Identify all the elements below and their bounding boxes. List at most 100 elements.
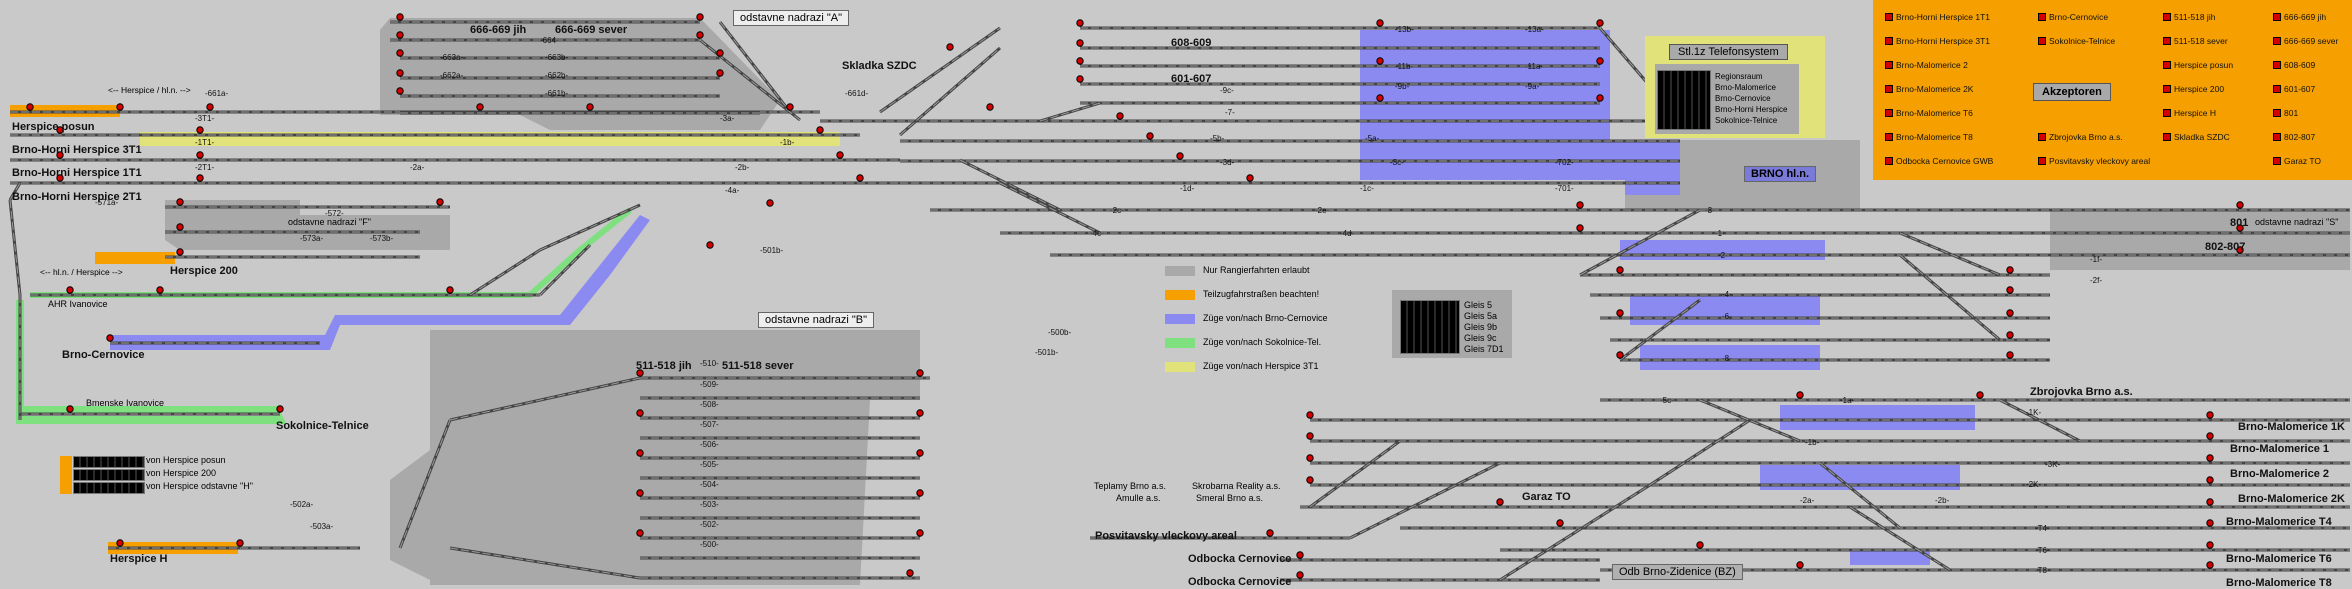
akzeptor-item[interactable]: 801 [2273,108,2298,118]
signal-3[interactable] [56,126,64,134]
signal-72[interactable] [176,223,184,231]
signal-77[interactable] [446,286,454,294]
station-malomerice-t6[interactable]: Brno-Malomerice T6 [2226,553,2332,565]
akzeptor-item[interactable]: 511-518 jih [2163,12,2215,22]
signal-13[interactable] [396,87,404,95]
akzeptor-item[interactable]: Brno-Malomerice T8 [1885,132,1973,142]
telefon-item[interactable]: Brno-Malomerice [1715,83,1776,92]
station-garaz-to[interactable]: Garaz TO [1522,491,1571,503]
signal-94[interactable] [1266,529,1274,537]
akzeptor-item[interactable]: Odbocka Cernovice GWB [1885,156,1993,166]
station-brno-cernovice[interactable]: Brno-Cernovice [62,349,145,361]
signal-82[interactable] [636,409,644,417]
telefon-item[interactable]: Sokolnice-Telnice [1715,116,1778,125]
gleis-item[interactable]: Gleis 9b [1464,322,1498,332]
akzeptor-item[interactable]: Brno-Malomerice 2K [1885,84,1973,94]
station-odbocka-1[interactable]: Odbocka Cernovice [1188,553,1292,565]
signal-30[interactable] [1116,112,1124,120]
station-malomerice-2k[interactable]: Brno-Malomerice 2K [2238,493,2345,505]
station-malomerice-t4[interactable]: Brno-Malomerice T4 [2226,516,2332,528]
akzeptor-item[interactable]: Herspice posun [2163,60,2233,70]
signal-11[interactable] [396,49,404,57]
akzeptor-item[interactable]: 666-669 jih [2273,12,2326,22]
signal-33[interactable] [1246,174,1254,182]
station-malomerice-2[interactable]: Brno-Malomerice 2 [2230,468,2330,480]
signal-21[interactable] [816,126,824,134]
signal-85[interactable] [636,529,644,537]
signal-34[interactable] [1376,19,1384,27]
signal-52[interactable] [1616,351,1624,359]
signal-42[interactable] [2236,201,2244,209]
signal-45[interactable] [2006,266,2014,274]
signal-29[interactable] [1076,75,1084,83]
signal-48[interactable] [2006,331,2014,339]
akzeptor-item[interactable]: Brno-Horni Herspice 3T1 [1885,36,1990,46]
signal-60[interactable] [2206,432,2214,440]
signal-14[interactable] [476,103,484,111]
signal-65[interactable] [2206,541,2214,549]
signal-54[interactable] [1306,432,1314,440]
group-666-jih[interactable]: 666-669 jih [470,24,527,36]
signal-7[interactable] [56,174,64,182]
signal-18[interactable] [716,49,724,57]
herspice-button-posun[interactable]: von Herspice posun [146,455,226,465]
signal-69[interactable] [1696,541,1704,549]
station-odbocka-2[interactable]: Odbocka Cernovice [1188,576,1292,588]
signal-61[interactable] [2206,454,2214,462]
signal-49[interactable] [2006,351,2014,359]
signal-92[interactable] [116,539,124,547]
signal-37[interactable] [1596,19,1604,27]
signal-15[interactable] [586,103,594,111]
signal-87[interactable] [916,409,924,417]
akzeptor-item[interactable]: Herspice H [2163,108,2216,118]
group-601[interactable]: 601-607 [1171,73,1212,85]
akzeptor-item[interactable]: 601-607 [2273,84,2315,94]
signal-81[interactable] [636,369,644,377]
signal-23[interactable] [856,174,864,182]
akzeptor-item[interactable]: Posvitavsky vleckovy areal [2038,156,2150,166]
signal-86[interactable] [916,369,924,377]
signal-28[interactable] [1076,57,1084,65]
akzeptor-item[interactable]: Brno-Malomerice 2 [1885,60,1968,70]
akzeptor-item[interactable]: Herspice 200 [2163,84,2224,94]
signal-0[interactable] [26,103,34,111]
signal-1[interactable] [116,103,124,111]
akzeptor-item[interactable]: Zbrojovka Brno a.s. [2038,132,2123,142]
station-zbrojovka[interactable]: Zbrojovka Brno a.s. [2030,386,2133,398]
signal-83[interactable] [636,449,644,457]
station-herspice-h[interactable]: Herspice H [110,553,168,565]
signal-80[interactable] [66,405,74,413]
signal-64[interactable] [2206,519,2214,527]
herspice-button-h[interactable]: von Herspice odstavne "H" [146,481,253,491]
gleis-item[interactable]: Gleis 9c [1464,333,1497,343]
station-skladka-szdc[interactable]: Skladka SZDC [842,60,917,72]
signal-73[interactable] [176,248,184,256]
signal-76[interactable] [156,286,164,294]
signal-36[interactable] [1376,94,1384,102]
signal-58[interactable] [1976,391,1984,399]
station-herspice-posun[interactable]: Herspice posun [12,121,95,133]
signal-32[interactable] [1176,152,1184,160]
signal-89[interactable] [916,489,924,497]
signal-40[interactable] [1576,201,1584,209]
station-malomerice-1[interactable]: Brno-Malomerice 1 [2230,443,2330,455]
signal-68[interactable] [1556,519,1564,527]
akzeptor-item[interactable]: 666-669 sever [2273,36,2338,46]
signal-16[interactable] [696,13,704,21]
group-666-sever[interactable]: 666-669 sever [555,24,628,36]
akzeptor-item[interactable]: Garaz TO [2273,156,2321,166]
signal-66[interactable] [2206,561,2214,569]
telefon-item[interactable]: Brno-Cernovice [1715,94,1771,103]
signal-71[interactable] [176,198,184,206]
station-herspice-2t1[interactable]: Brno-Horni Herspice 2T1 [12,191,142,203]
station-sokolnice-telnice[interactable]: Sokolnice-Telnice [276,420,369,432]
akzeptor-item[interactable]: Skladka SZDC [2163,132,2230,142]
signal-26[interactable] [1076,19,1084,27]
signal-10[interactable] [396,31,404,39]
akzeptor-item[interactable]: 511-518 sever [2163,36,2228,46]
signal-35[interactable] [1376,57,1384,65]
signal-9[interactable] [396,13,404,21]
signal-67[interactable] [1496,498,1504,506]
signal-44[interactable] [2236,246,2244,254]
signal-62[interactable] [2206,476,2214,484]
